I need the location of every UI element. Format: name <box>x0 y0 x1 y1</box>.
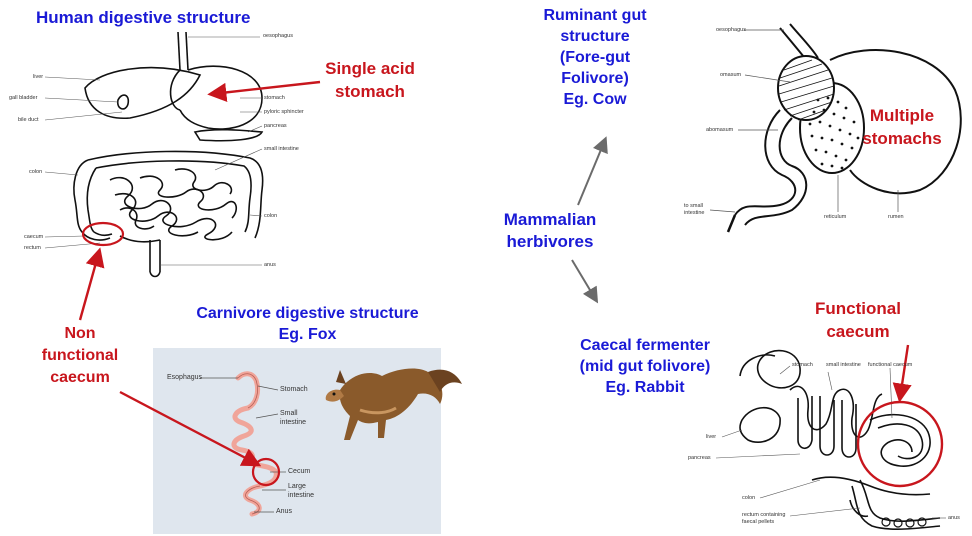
rabbit-label-small-intestine: small intestine <box>826 362 861 368</box>
caecal-title-line: (mid gut folivore) <box>550 356 740 377</box>
human-label-gall-bladder: gall bladder <box>9 95 37 101</box>
fox-label-line: Large <box>288 482 314 491</box>
human-label-liver: liver <box>33 74 43 80</box>
single-acid-line: stomach <box>320 80 420 103</box>
fox-label-line: intestine <box>280 418 306 427</box>
non-functional-arrow <box>80 252 99 320</box>
human-label-colon-right: colon <box>264 213 277 219</box>
rabbit-label-anus: anus <box>948 515 960 521</box>
human-label-pyloric: pyloric sphincter <box>264 109 304 115</box>
human-label-small-intestine: small intestine <box>264 146 299 152</box>
fox-label-esophagus: Esophagus <box>167 374 202 381</box>
human-label-oesophagus: oesophagus <box>263 33 293 39</box>
rabbit-label-functional-caecum: functional caecum <box>868 362 912 368</box>
ruminant-title-line: structure <box>520 26 670 47</box>
human-label-anus: anus <box>264 262 276 268</box>
non-functional-caecum-circle <box>83 223 123 245</box>
ruminant-title-line: Eg. Cow <box>520 89 670 110</box>
single-acid-line: Single acid <box>320 57 420 80</box>
cow-label-oesophagus: oesophagus <box>716 27 746 33</box>
functional-caecum-arrow <box>900 345 908 398</box>
cow-label-abomasum: abomasum <box>706 127 733 133</box>
non-functional-caecum-label: Non functional caecum <box>35 323 125 389</box>
rabbit-digestive-drawing <box>740 351 940 530</box>
cow-label-omasum: omasum <box>720 72 741 78</box>
fox-label-small-intestine: Small intestine <box>280 409 306 427</box>
single-acid-arrow <box>212 82 320 94</box>
mammalian-title-line: Mammalian <box>485 209 615 231</box>
carnivore-title-line: Carnivore digestive structure <box>175 303 440 324</box>
fox-label-anus: Anus <box>276 508 292 515</box>
cow-label-to-small-intestine: to small intestine <box>684 203 705 217</box>
multiple-stomachs-label: Multiple stomachs <box>852 104 952 150</box>
cow-label-reticulum: reticulum <box>824 214 846 220</box>
human-leader-lines <box>45 37 262 265</box>
fox-label-line: intestine <box>288 491 314 500</box>
fox-label-cecum: Cecum <box>288 468 310 475</box>
carnivore-title-line: Eg. Fox <box>175 324 440 345</box>
caecal-fermenter-title: Caecal fermenter (mid gut folivore) Eg. … <box>550 335 740 398</box>
rabbit-label-line: rectum containing <box>742 512 785 519</box>
ruminant-title-line: Ruminant gut <box>520 5 670 26</box>
human-title: Human digestive structure <box>36 8 250 28</box>
fox-label-line: Small <box>280 409 306 418</box>
human-label-bile-duct: bile duct <box>18 117 39 123</box>
mammalian-title-line: herbivores <box>485 231 615 253</box>
single-acid-stomach-label: Single acid stomach <box>320 57 420 103</box>
multiple-line: Multiple <box>852 104 952 127</box>
ruminant-title-line: Folivore) <box>520 68 670 89</box>
human-label-stomach: stomach <box>264 95 285 101</box>
rabbit-label-rectum: rectum containing faecal pellets <box>742 512 785 526</box>
functional-line: caecum <box>808 320 908 343</box>
caecal-title-line: Eg. Rabbit <box>550 377 740 398</box>
fox-label-large-intestine: Large intestine <box>288 482 314 500</box>
rabbit-label-liver: liver <box>706 434 716 440</box>
human-label-pancreas: pancreas <box>264 123 287 129</box>
human-digestive-drawing <box>74 32 263 277</box>
carnivore-title: Carnivore digestive structure Eg. Fox <box>175 303 440 345</box>
fox-label-stomach: Stomach <box>280 386 308 393</box>
arrow-to-caecal <box>572 260 596 300</box>
cow-label-line: intestine <box>684 210 705 217</box>
human-label-rectum: rectum <box>24 245 41 251</box>
non-functional-line: caecum <box>35 367 125 389</box>
caecal-title-line: Caecal fermenter <box>550 335 740 356</box>
non-functional-line: functional <box>35 345 125 367</box>
functional-line: Functional <box>808 297 908 320</box>
arrow-to-ruminant <box>578 140 605 205</box>
non-functional-line: Non <box>35 323 125 345</box>
rabbit-label-colon: colon <box>742 495 755 501</box>
rabbit-faecal-pellets <box>882 518 926 527</box>
human-label-caecum: caecum <box>24 234 43 240</box>
rabbit-label-line: faecal pellets <box>742 519 785 526</box>
rabbit-label-pancreas: pancreas <box>688 455 711 461</box>
mammalian-herbivores-title: Mammalian herbivores <box>485 209 615 253</box>
cow-label-line: to small <box>684 203 705 210</box>
functional-caecum-label: Functional caecum <box>808 297 908 343</box>
rabbit-label-stomach: stomach <box>792 362 813 368</box>
human-label-colon-left: colon <box>29 169 42 175</box>
ruminant-title-line: (Fore-gut <box>520 47 670 68</box>
ruminant-title: Ruminant gut structure (Fore-gut Folivor… <box>520 5 670 110</box>
multiple-line: stomachs <box>852 127 952 150</box>
cow-label-rumen: rumen <box>888 214 904 220</box>
